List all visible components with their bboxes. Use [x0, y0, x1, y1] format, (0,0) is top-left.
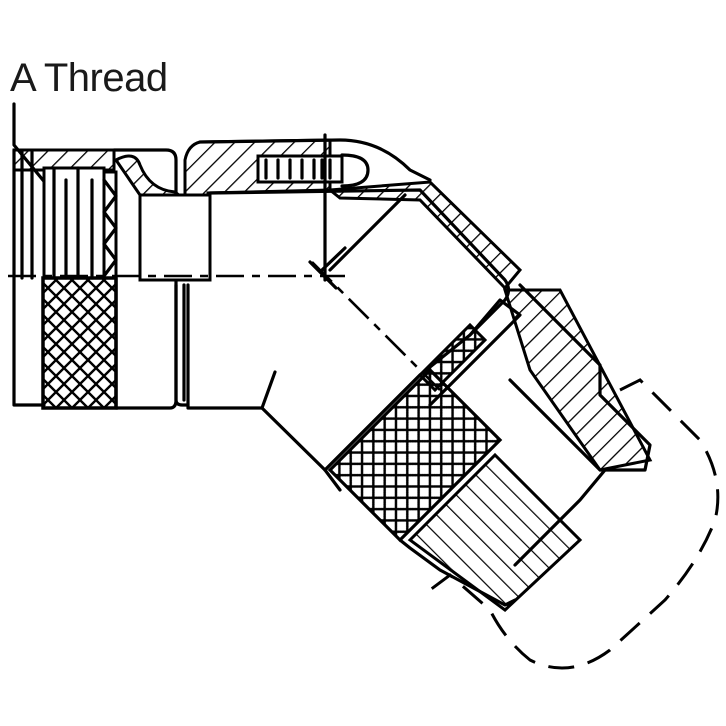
coupling-nut [12, 148, 178, 410]
rear-nut [323, 283, 653, 612]
set-screw [256, 133, 370, 282]
centerlines [8, 246, 441, 391]
cable-clamp-outline [429, 378, 720, 670]
thread-callout-label: A Thread [10, 56, 168, 100]
